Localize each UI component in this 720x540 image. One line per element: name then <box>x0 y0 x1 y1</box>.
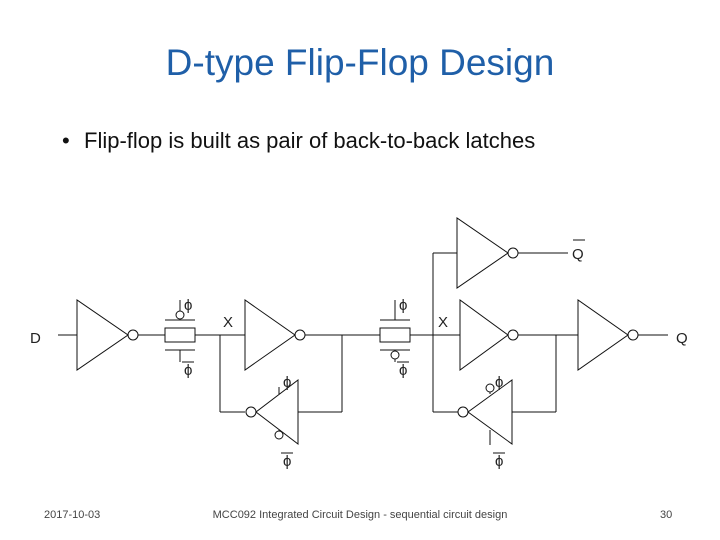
input-inverter <box>58 299 165 371</box>
phi-label-tg1-top: ϕ <box>184 297 192 314</box>
bullet-dot: • <box>62 128 70 153</box>
bullet-item: • Flip-flop is built as pair of back-to-b… <box>62 128 535 154</box>
latch1-forward-inverter <box>244 299 380 371</box>
transmission-gate-1 <box>164 300 245 362</box>
phi-label-tg2-top: ϕ <box>399 297 407 314</box>
latch2-feedback-inverter <box>432 335 557 445</box>
bullet-text: Flip-flop is built as pair of back-to-ba… <box>84 128 536 153</box>
input-d-label: D <box>30 330 41 347</box>
phibar-label-fb2-bottom: ϕ <box>495 453 503 470</box>
phibar-label-tg1-bottom: ϕ <box>184 362 192 379</box>
footer-course: MCC092 Integrated Circuit Design - seque… <box>212 509 508 521</box>
transmission-gate-2 <box>379 300 460 362</box>
footer-date: 2017-10-03 <box>44 509 101 521</box>
qbar-output-inverter <box>432 217 568 335</box>
phibar-label-tg2-bottom: ϕ <box>399 362 407 379</box>
output-q-label: Q <box>676 330 688 347</box>
output-qbar-label: Q <box>572 246 584 263</box>
slide-title: D-type Flip-Flop Design <box>165 42 555 83</box>
latch2-forward-inverter <box>459 299 578 371</box>
page-number: 30 <box>660 509 673 521</box>
latch1-feedback-inverter <box>219 335 343 446</box>
q-output-inverter <box>577 299 668 371</box>
node-x2-label: X <box>438 314 448 331</box>
phi-label-fb1-top: ϕ <box>283 374 291 391</box>
phi-label-fb2-top: ϕ <box>495 374 503 391</box>
node-x1-label: X <box>223 314 233 331</box>
phibar-label-fb1-bottom: ϕ <box>283 453 291 470</box>
